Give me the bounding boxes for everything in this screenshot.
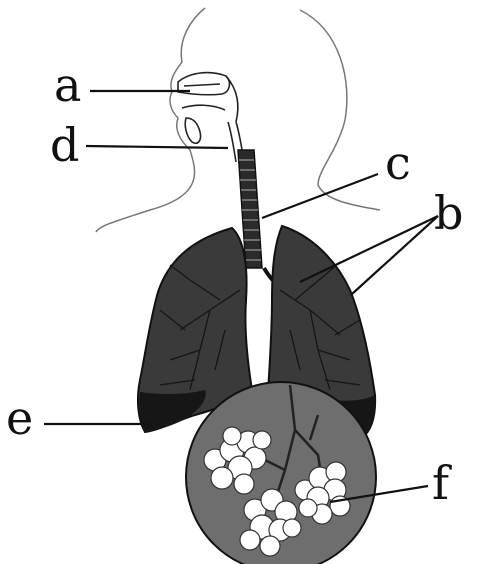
leader-line-b2 <box>352 216 438 294</box>
label-f: f <box>432 460 449 506</box>
leader-line-d <box>86 146 228 148</box>
leader-line-c <box>262 174 378 218</box>
label-e: e <box>6 395 33 441</box>
head-outline <box>96 8 380 232</box>
label-d: d <box>50 122 79 168</box>
alveoli-magnified-view <box>186 382 376 564</box>
label-b: b <box>434 190 463 236</box>
label-c: c <box>385 140 411 186</box>
label-a: a <box>54 62 81 108</box>
